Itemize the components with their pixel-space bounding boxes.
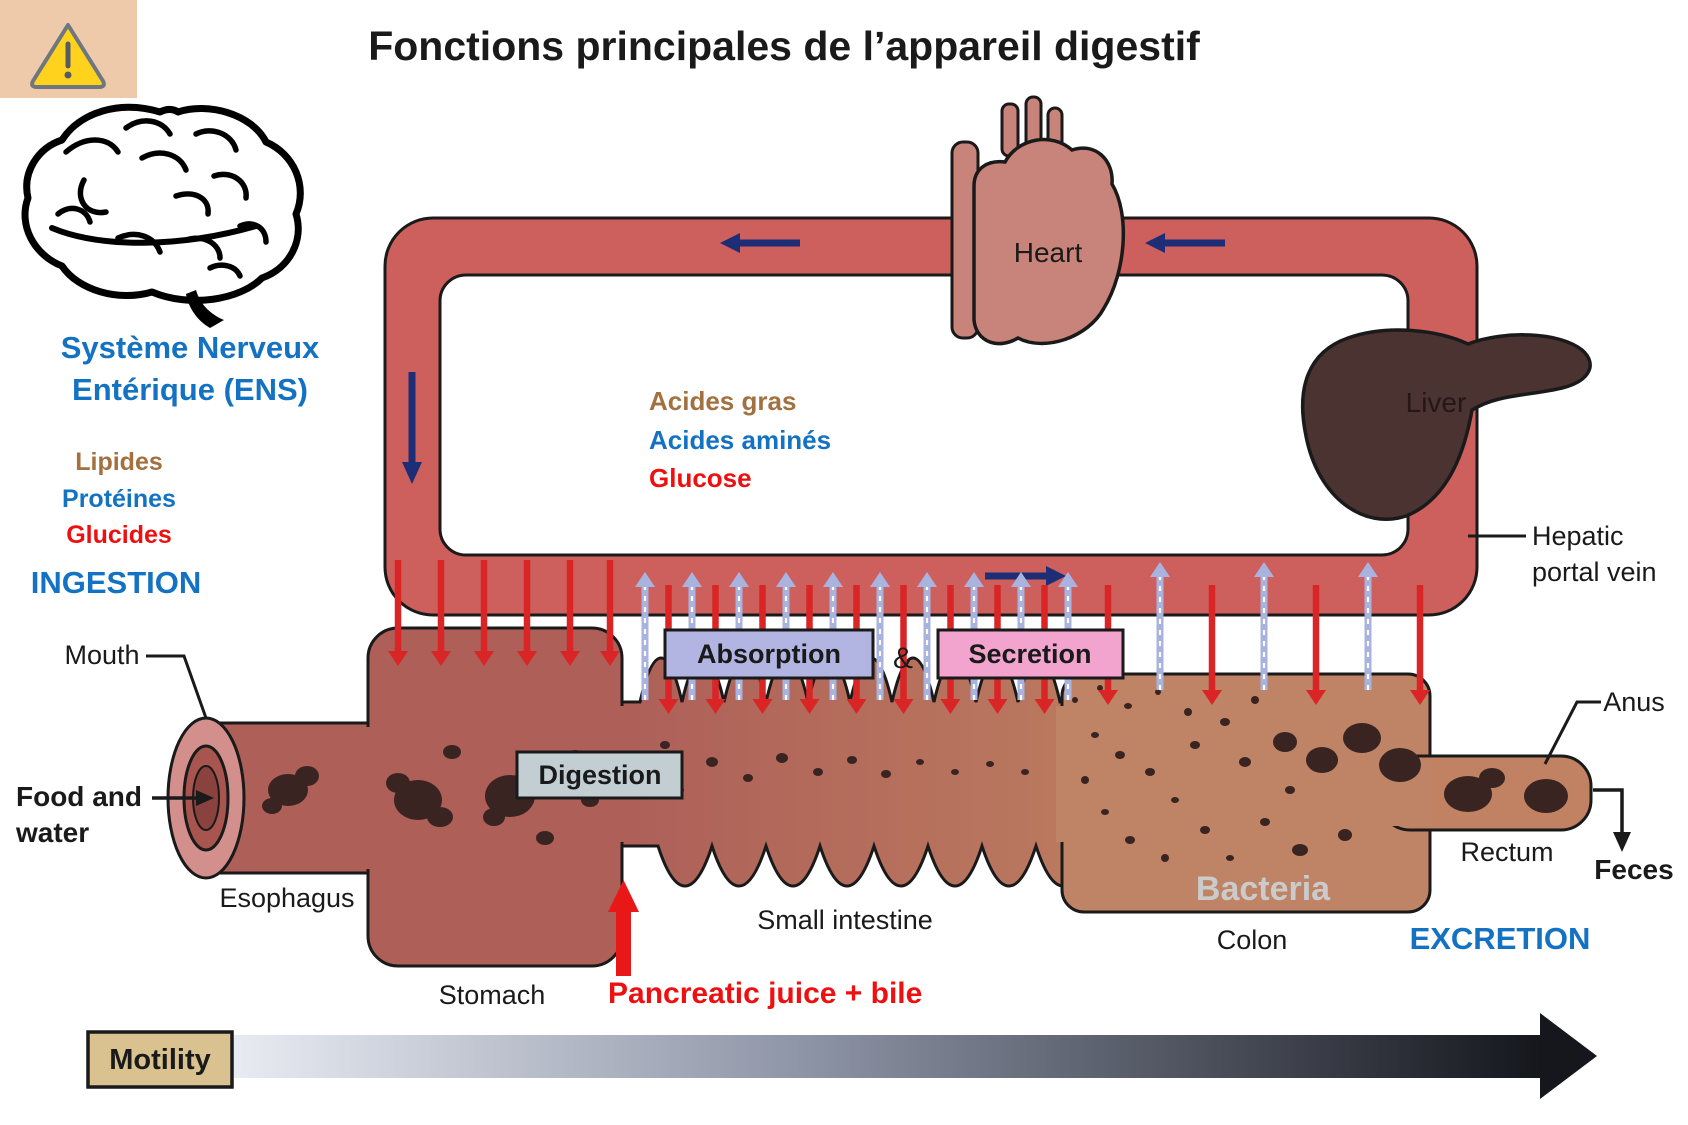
pancreatic-arrow [608,880,639,976]
absorption-box: Absorption [663,628,875,680]
blood-flow-arrow-top-right [1145,233,1225,253]
motility-arrow [208,1013,1597,1099]
feces-elbow [1593,788,1624,832]
label-connectors [146,534,1624,832]
anus-connector [1543,700,1601,765]
stomach-label: Stomach [439,980,546,1010]
food-arrow [152,790,214,806]
blood-flow-arrow-top-left [720,233,800,253]
blood-flow-arrow-bottom-right [985,566,1066,586]
mouth-label: Mouth [64,640,139,670]
ens-label-line2: Entérique (ENS) [72,372,308,407]
glucides-label: Glucides [66,521,172,549]
feces-label: Feces [1594,854,1673,885]
digestion-label: Digestion [538,760,661,790]
brain-icon [21,103,304,328]
excretion-label: EXCRETION [1410,921,1591,956]
liver-label: Liver [1406,387,1467,418]
blood-flow-arrow-left-down [402,372,422,484]
bacteria-label: Bacteria [1196,870,1331,908]
absorption-label: Absorption [697,639,841,669]
ampersand-label: & [893,642,913,675]
pancreatic-label: Pancreatic juice + bile [608,977,922,1010]
feces-arrowhead [1613,832,1631,852]
food-label-line1: Food and [16,781,142,812]
anus-label: Anus [1603,687,1665,717]
liver-shape: Liver [1300,328,1592,521]
motility-box: Motility [86,1030,234,1089]
motility-label: Motility [109,1044,211,1076]
proteines-label: Protéines [62,485,176,513]
page-title: Fonctions principales de l’appareil dige… [368,23,1200,69]
lipides-label: Lipides [75,448,163,476]
ens-label-line1: Système Nerveux [61,330,320,365]
colon-label: Colon [1217,925,1288,955]
seam-intestine-colon [1056,706,1068,842]
acides-amines-label: Acides aminés [649,425,831,455]
hepatic-label-line2: portal vein [1532,557,1657,587]
warning-icon [0,0,137,98]
mouth-connector [146,654,208,719]
food-label-line2: water [15,817,89,848]
hepatic-label-line1: Hepatic [1532,521,1624,551]
secretion-box: Secretion [936,628,1125,680]
heart-shape: Heart [950,95,1126,346]
esophagus-label: Esophagus [219,883,354,913]
rectum-label: Rectum [1460,837,1553,867]
digestion-box: Digestion [515,750,684,800]
secretion-label: Secretion [968,639,1091,669]
heart-label: Heart [1014,237,1083,268]
acides-gras-label: Acides gras [649,386,796,416]
small-intestine-label: Small intestine [757,905,933,935]
ingestion-label: INGESTION [31,565,202,600]
food-particles [262,685,1568,862]
glucose-label: Glucose [649,463,752,493]
seam-esophagus-stomach [362,727,376,869]
